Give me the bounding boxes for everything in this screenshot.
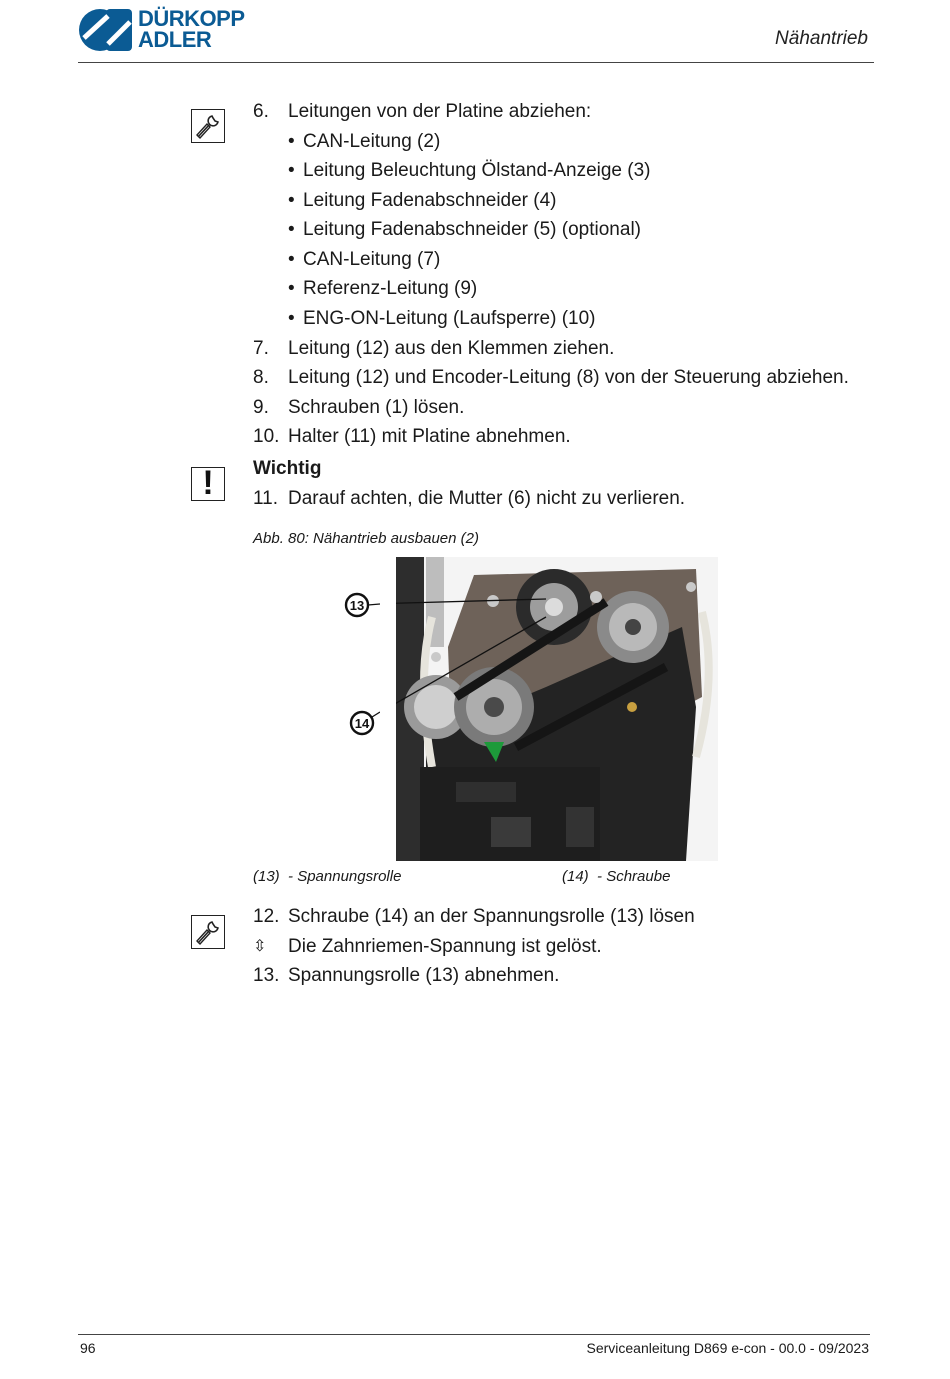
logo-line-2: ADLER <box>138 27 212 52</box>
legend-item-14: (14) - Schraube <box>562 868 671 885</box>
figure-caption: Abb. 80: Nähantrieb ausbauen (2) <box>253 530 479 547</box>
figure-photo <box>396 557 718 861</box>
logo-line-1: DÜRKOPP <box>138 6 245 31</box>
page-number: 96 <box>80 1340 96 1356</box>
wrench-icon <box>191 109 225 143</box>
step-number: 6. <box>253 101 269 122</box>
section-title: Nähantrieb <box>775 28 868 49</box>
logo-text: DÜRKOPP ADLER <box>138 6 245 52</box>
important-label: Wichtig <box>253 458 322 479</box>
exclamation-icon: ! <box>191 465 225 501</box>
legend-item-13: (13) - Spannungsrolle <box>253 868 402 885</box>
header-divider <box>78 62 874 63</box>
result-arrow-icon: ⇳ <box>253 938 267 955</box>
brand-logo: DÜRKOPP ADLER <box>78 8 268 54</box>
callout-14: 14 <box>355 716 370 731</box>
logo-mark-icon <box>79 9 132 51</box>
footer-divider <box>78 1334 870 1335</box>
callout-markers: 13 14 <box>344 592 380 736</box>
document-title: Serviceanleitung D869 e-con - 00.0 - 09/… <box>586 1340 869 1356</box>
callout-13: 13 <box>350 598 364 613</box>
step-text: Leitungen von der Platine abziehen: <box>288 101 592 122</box>
wrench-icon <box>191 915 225 949</box>
